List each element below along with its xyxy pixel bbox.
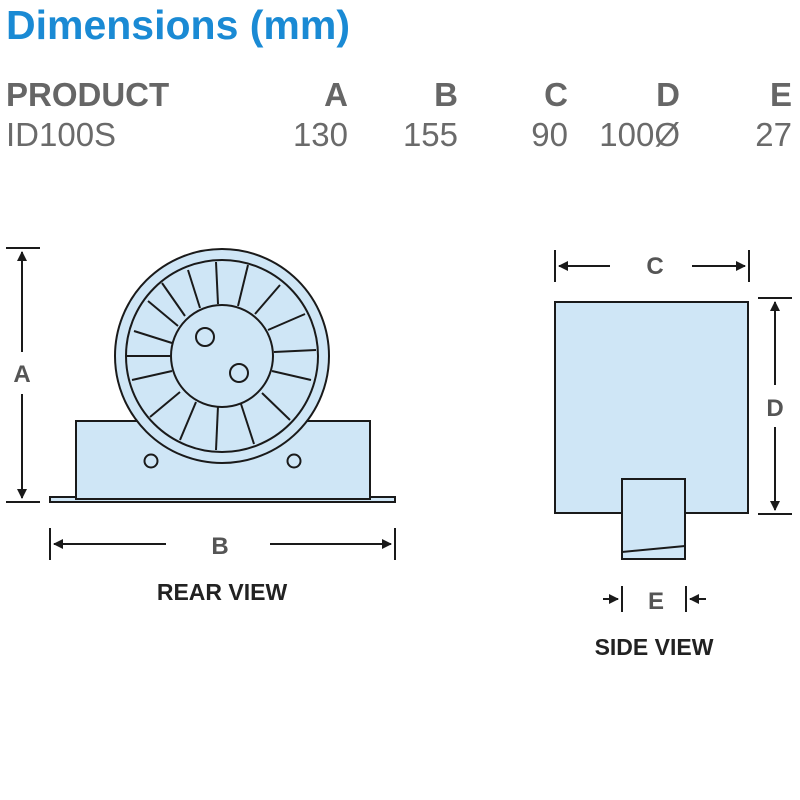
- cell-c: 90: [531, 116, 568, 153]
- fan-hub-hole-upper: [195, 327, 215, 347]
- rear-mount-hole-left: [143, 453, 159, 469]
- fan-blades: [127, 261, 317, 451]
- fan-blade: [179, 401, 197, 441]
- fan-blade: [271, 370, 312, 381]
- cell-product: ID100S: [6, 116, 117, 153]
- fan-blade: [273, 349, 317, 353]
- fan-blade: [215, 261, 219, 305]
- fan-blade: [215, 405, 219, 451]
- header-e: E: [769, 76, 792, 113]
- cell-d: 100Ø: [599, 116, 680, 153]
- header-b: B: [434, 76, 458, 113]
- cell-e: 27: [755, 116, 792, 153]
- side-spigot: [621, 478, 686, 560]
- fan-blade: [133, 330, 173, 344]
- cell-b: 155: [402, 116, 458, 153]
- fan-blade: [254, 284, 281, 315]
- side-view-caption: SIDE VIEW: [595, 634, 714, 660]
- rear-view: A B REAR VIEW: [6, 247, 396, 605]
- header-a: A: [324, 76, 348, 113]
- cell-a: 130: [292, 116, 348, 153]
- fan-blade: [187, 269, 201, 309]
- fan-blade: [267, 313, 306, 331]
- fan-blade: [240, 403, 255, 445]
- dimension-d-label: D: [766, 395, 783, 422]
- fan-hub: [170, 304, 274, 408]
- header-d: D: [656, 76, 680, 113]
- side-spigot-edge: [621, 545, 686, 553]
- fan-blade: [161, 282, 186, 317]
- fan-blade: [131, 370, 173, 381]
- dimension-a-label: A: [13, 361, 30, 388]
- fan-hub-hole-lower: [229, 363, 249, 383]
- side-body: [554, 301, 749, 514]
- fan-blade: [147, 300, 179, 327]
- fan-blade: [261, 392, 291, 421]
- header-product: PRODUCT: [6, 76, 170, 113]
- rear-view-caption: REAR VIEW: [157, 579, 288, 605]
- page-title: Dimensions (mm): [6, 2, 350, 48]
- dimension-c: [554, 250, 750, 282]
- dimension-b-label: B: [211, 533, 228, 560]
- dimension-d: [758, 297, 792, 515]
- dimension-e: [603, 586, 706, 612]
- dimension-b: [49, 528, 396, 560]
- fan-blade: [237, 264, 249, 307]
- header-c: C: [544, 76, 568, 113]
- dimension-c-label: C: [646, 253, 663, 280]
- rear-mount-hole-right: [286, 453, 302, 469]
- dimension-e-label: E: [648, 588, 664, 615]
- dimension-a: [6, 247, 40, 503]
- side-view: C D E SIDE VIEW: [554, 250, 792, 660]
- fan-blade: [149, 391, 181, 418]
